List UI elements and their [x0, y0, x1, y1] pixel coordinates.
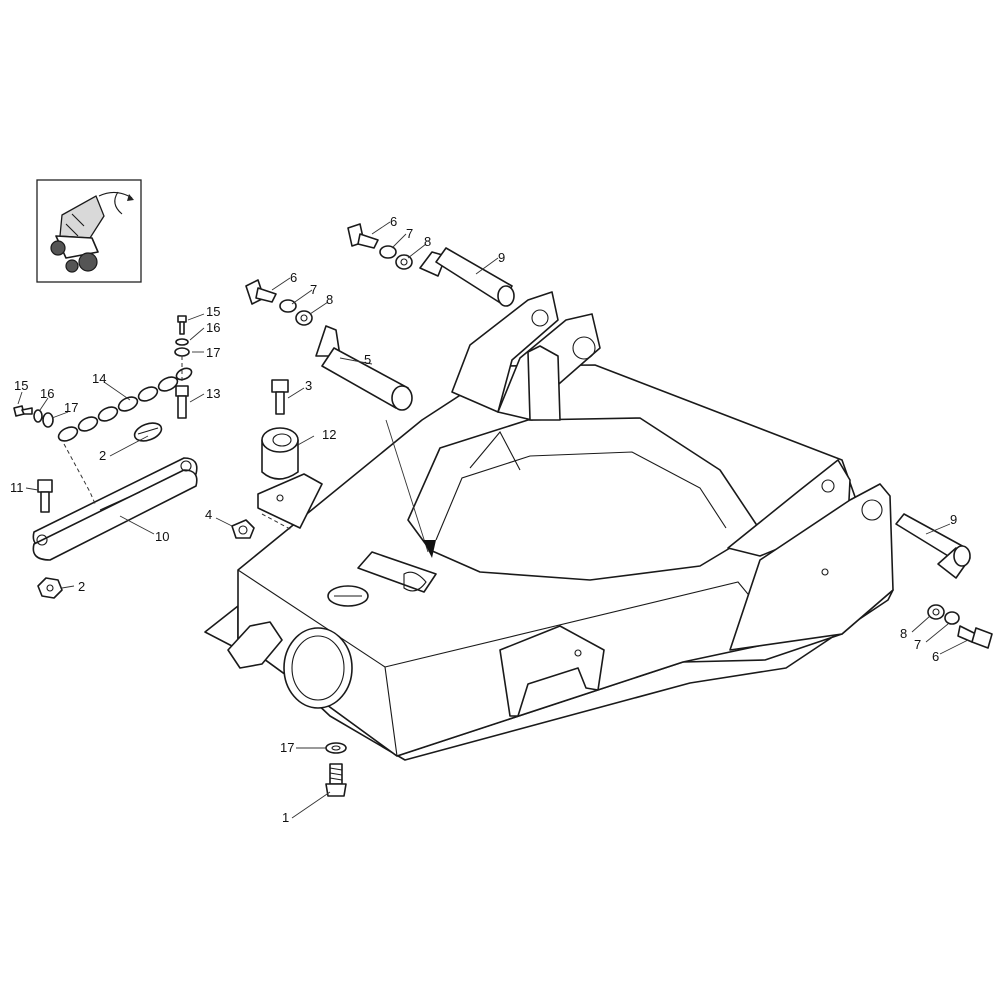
mount-plate: [257, 473, 323, 531]
machine-location-thumbnail-icon: [36, 179, 142, 283]
bolt-6-b: [347, 223, 379, 249]
washer-7-right: [944, 611, 960, 625]
rotation-arrow-icon: [98, 191, 134, 215]
callout-6-a: 6: [290, 270, 297, 285]
nut-2-left: [37, 577, 63, 599]
callout-2-ring: 2: [99, 448, 106, 463]
callout-17-left: 17: [64, 400, 78, 415]
washer-16-top: [175, 338, 189, 346]
callout-9-top: 9: [498, 250, 505, 265]
washer-8-right: [927, 604, 945, 620]
callout-15-top: 15: [206, 304, 220, 319]
callout-3: 3: [305, 378, 312, 393]
callout-8-b: 8: [424, 234, 431, 249]
spacer-12: [261, 427, 299, 480]
callout-6-right: 6: [932, 649, 939, 664]
bolt-1: [325, 763, 347, 797]
chain-14: [57, 367, 193, 442]
washer-7-b: [379, 245, 397, 259]
bolt-13: [175, 385, 189, 419]
bolt-6-right: [957, 625, 993, 649]
callout-17-top: 17: [206, 345, 220, 360]
callout-7-right: 7: [914, 637, 921, 652]
callout-12: 12: [322, 427, 336, 442]
link-bar-10: [32, 457, 198, 561]
washer-16-left: [33, 409, 43, 423]
callout-9-right: 9: [950, 512, 957, 527]
callout-5: 5: [364, 352, 371, 367]
nut-4: [231, 519, 255, 539]
washer-8-a: [295, 310, 313, 326]
pin-9-top: [419, 247, 515, 307]
callout-6-b: 6: [390, 214, 397, 229]
screw-15-left: [13, 405, 33, 417]
washer-17-top: [174, 347, 190, 357]
washer-8-b: [395, 254, 413, 270]
callout-8-right: 8: [900, 626, 907, 641]
callout-numbers: 1 2 2 3 4 5 6 6 6 7 7 7 8 8 8 9 9 10 11 …: [10, 214, 957, 825]
callout-10: 10: [155, 529, 169, 544]
callout-7-b: 7: [406, 226, 413, 241]
callout-2-nut: 2: [78, 579, 85, 594]
washer-17-left: [42, 412, 54, 428]
screw-15-top: [177, 315, 187, 335]
leader-lines: [17, 221, 969, 819]
callout-13: 13: [206, 386, 220, 401]
ring-2: [133, 422, 163, 442]
callout-16-left: 16: [40, 386, 54, 401]
callout-8-a: 8: [326, 292, 333, 307]
washer-17-bottom: [325, 742, 347, 754]
callout-17-bottom: 17: [280, 740, 294, 755]
main-frame: [204, 291, 894, 761]
bolt-3: [271, 379, 289, 415]
bolt-6-a: [245, 279, 277, 305]
callout-11: 11: [10, 480, 24, 495]
callout-14: 14: [92, 371, 106, 386]
pin-9-right: [895, 513, 971, 579]
callout-4: 4: [205, 507, 212, 522]
callout-15-left: 15: [14, 378, 28, 393]
callout-1: 1: [282, 810, 289, 825]
callout-7-a: 7: [310, 282, 317, 297]
pin-5: [315, 325, 413, 411]
washer-7-a: [279, 299, 297, 313]
callout-16-top: 16: [206, 320, 220, 335]
bolt-11: [37, 479, 53, 513]
